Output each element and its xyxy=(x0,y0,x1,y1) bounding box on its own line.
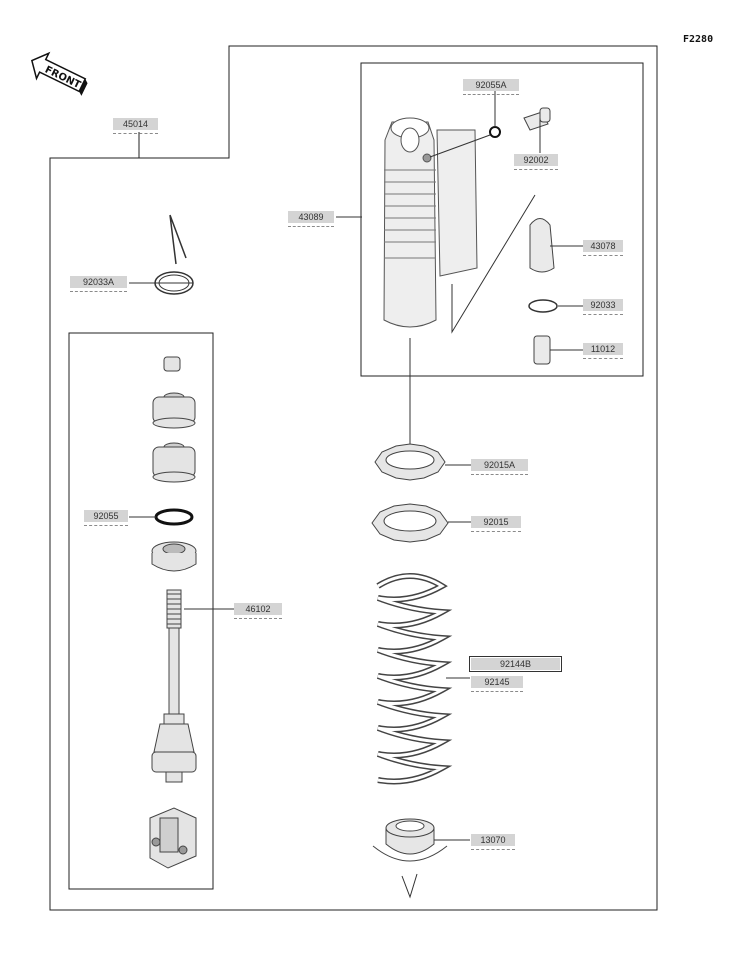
part-label-92015a[interactable]: 92015A xyxy=(471,459,528,475)
adjuster-nuts-drawing xyxy=(371,443,449,543)
assembly-outline xyxy=(49,45,658,911)
reservoir-small-parts xyxy=(489,107,558,365)
part-label-13070[interactable]: 13070 xyxy=(471,834,515,850)
spring-seat-drawing xyxy=(372,818,448,862)
shock-body-drawing xyxy=(383,117,478,328)
rod-assembly-drawing xyxy=(149,356,197,869)
part-label-45014[interactable]: 45014 xyxy=(113,118,158,134)
part-label-92055a[interactable]: 92055A xyxy=(463,79,519,95)
part-label-92055[interactable]: 92055 xyxy=(84,510,128,526)
part-label-92144b[interactable]: 92144B xyxy=(469,656,562,672)
part-label-46102[interactable]: 46102 xyxy=(234,603,282,619)
part-label-92145[interactable]: 92145 xyxy=(471,676,523,692)
circlip-92033a-drawing xyxy=(154,214,194,295)
part-label-43078[interactable]: 43078 xyxy=(583,240,623,256)
part-label-92033[interactable]: 92033 xyxy=(583,299,623,315)
part-label-43089[interactable]: 43089 xyxy=(288,211,334,227)
part-label-11012[interactable]: 11012 xyxy=(583,343,623,359)
part-label-92002[interactable]: 92002 xyxy=(514,154,558,170)
figure-code: F2280 xyxy=(683,34,714,45)
part-label-92015[interactable]: 92015 xyxy=(471,516,521,532)
front-arrow-icon: FRONT xyxy=(30,51,88,96)
part-label-92033a[interactable]: 92033A xyxy=(70,276,127,292)
reservoir-box xyxy=(360,62,644,377)
rod-assembly-box xyxy=(68,332,214,890)
